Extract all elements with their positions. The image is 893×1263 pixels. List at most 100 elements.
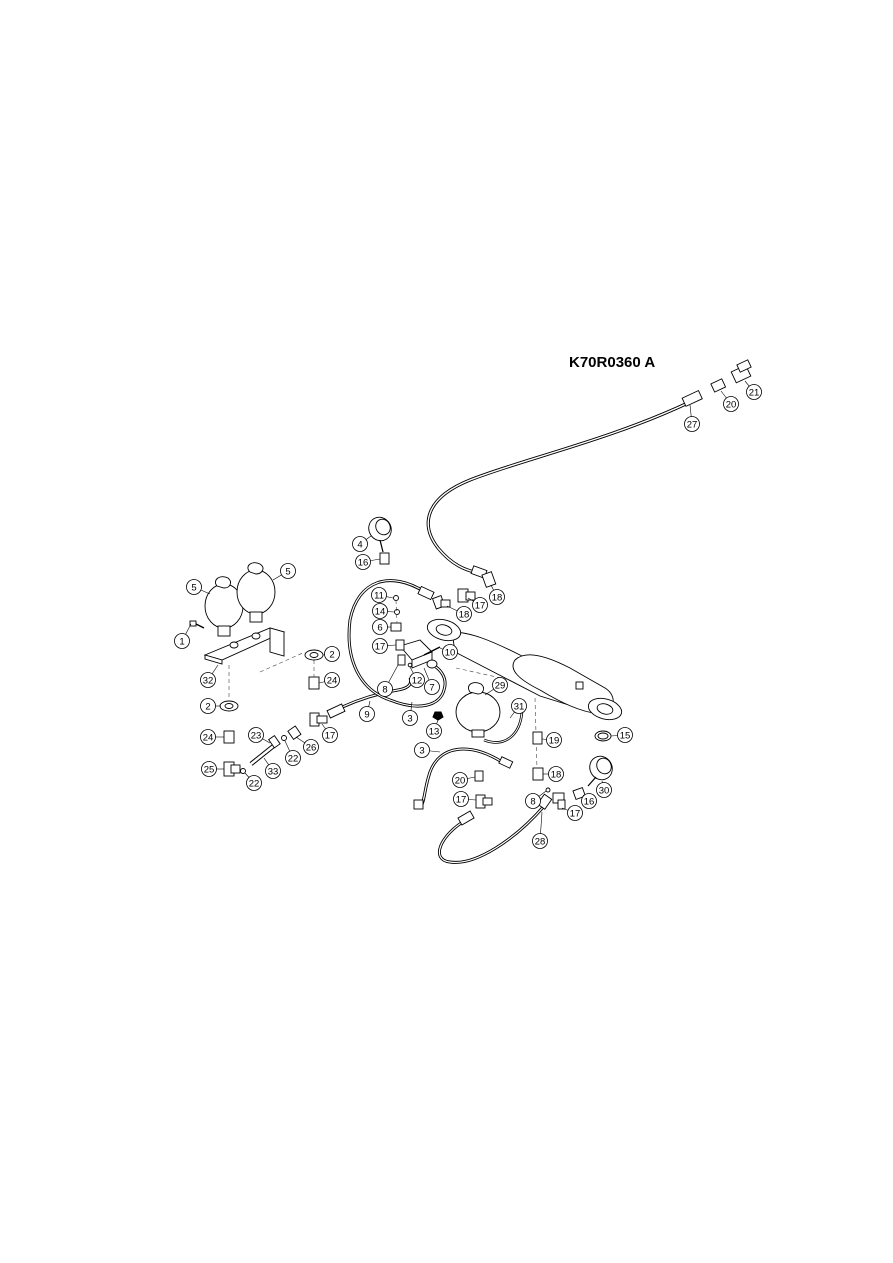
callout-c19: 19 xyxy=(541,732,562,748)
callout-circle xyxy=(352,536,368,552)
callout-c12: 12 xyxy=(409,666,425,688)
fitting-18-lower xyxy=(532,767,544,781)
fitting-18-top-right xyxy=(481,571,497,588)
callout-c33: 33 xyxy=(263,757,281,779)
drawing-reference: K70R0360 A xyxy=(569,354,655,371)
tee-25 xyxy=(223,761,241,777)
callout-circle xyxy=(355,554,371,570)
bolt-11 xyxy=(393,595,399,601)
callout-c26: 26 xyxy=(295,736,319,755)
callout-number: 2 xyxy=(205,701,210,712)
adapter-24-right xyxy=(308,676,320,690)
callout-number: 5 xyxy=(191,582,196,593)
callout-circle xyxy=(546,732,562,748)
hose-3-lower xyxy=(413,747,514,810)
callout-number: 1 xyxy=(179,636,184,647)
callout-c3a: 3 xyxy=(402,701,418,726)
pressure-gauge-4 xyxy=(368,516,392,553)
leader-dashed xyxy=(455,667,511,681)
callout-c18c: 18 xyxy=(543,766,564,782)
callout-c15: 15 xyxy=(610,727,633,743)
callout-circle xyxy=(746,384,762,400)
callout-circle xyxy=(200,672,216,688)
callout-c24a: 24 xyxy=(318,672,340,688)
accumulator-5-right xyxy=(236,562,276,623)
callout-number: 25 xyxy=(204,764,215,775)
callout-c2a: 2 xyxy=(200,698,221,714)
callout-c8b: 8 xyxy=(525,790,547,809)
hose-28 xyxy=(437,793,553,864)
seal-ring-15 xyxy=(594,730,612,742)
callout-c13: 13 xyxy=(426,719,442,739)
callout-circle xyxy=(265,763,281,779)
callout-c16b: 16 xyxy=(581,793,597,809)
callout-circle xyxy=(532,833,548,849)
callout-c5a: 5 xyxy=(186,579,211,595)
tube-33 xyxy=(249,742,278,766)
callout-number: 16 xyxy=(584,796,595,807)
elbow-17-top xyxy=(457,588,476,603)
callout-circle xyxy=(452,772,468,788)
callout-c1: 1 xyxy=(174,623,192,649)
callout-number: 3 xyxy=(407,713,412,724)
callout-circle xyxy=(409,672,425,688)
fitting-23 xyxy=(268,734,281,749)
callout-c25: 25 xyxy=(201,761,224,777)
callout-circle xyxy=(200,729,216,745)
callout-circle xyxy=(426,723,442,739)
pin-12 xyxy=(407,662,413,668)
callout-number: 22 xyxy=(249,778,260,789)
callout-circle xyxy=(285,750,301,766)
leader-dashed xyxy=(395,599,398,624)
callout-number: 20 xyxy=(455,775,466,786)
callout-number: 24 xyxy=(203,732,214,743)
adapter-24-left xyxy=(223,730,235,744)
callout-circle xyxy=(525,793,541,809)
callout-c5b: 5 xyxy=(272,563,296,581)
callout-c28: 28 xyxy=(532,811,548,849)
accumulator-5-left xyxy=(204,576,244,637)
callout-number: 24 xyxy=(327,675,338,686)
callout-circle xyxy=(402,710,418,726)
callout-circle xyxy=(414,742,430,758)
callout-number: 9 xyxy=(364,709,369,720)
washer-22-upper xyxy=(281,735,287,741)
callout-c2b: 2 xyxy=(322,646,340,662)
accumulator-29 xyxy=(455,682,501,738)
callout-number: 21 xyxy=(749,387,760,398)
fitting-21 xyxy=(730,359,752,384)
callout-c23: 23 xyxy=(248,727,271,744)
callout-c11: 11 xyxy=(371,587,394,603)
callout-number: 23 xyxy=(251,730,262,741)
callout-circle xyxy=(248,727,264,743)
callout-number: 2 xyxy=(329,649,334,660)
callout-circle xyxy=(489,589,505,605)
washer-22-lower xyxy=(240,768,246,774)
callout-number: 17 xyxy=(475,600,486,611)
callout-number: 16 xyxy=(358,557,369,568)
callout-c20a: 20 xyxy=(720,390,739,412)
callout-c24b: 24 xyxy=(200,729,224,745)
callout-number: 32 xyxy=(203,675,214,686)
callout-circle xyxy=(359,706,375,722)
callout-number: 17 xyxy=(325,730,336,741)
leader-dashed xyxy=(259,651,306,673)
callout-number: 18 xyxy=(459,609,470,620)
callout-number: 13 xyxy=(429,726,440,737)
hose-27 xyxy=(426,389,703,579)
callout-circle xyxy=(246,775,262,791)
callout-number: 11 xyxy=(374,590,384,601)
callout-circle xyxy=(723,396,739,412)
callout-number: 26 xyxy=(306,742,317,753)
callout-c32: 32 xyxy=(200,664,219,688)
callout-number: 17 xyxy=(456,794,467,805)
callout-circle xyxy=(581,793,597,809)
callout-c7: 7 xyxy=(423,667,440,695)
callout-c17c: 17 xyxy=(321,723,338,743)
callout-circle xyxy=(322,727,338,743)
callout-circle xyxy=(442,644,458,660)
callout-number: 8 xyxy=(530,796,535,807)
tee-17-left xyxy=(309,712,328,727)
callout-number: 15 xyxy=(620,730,631,741)
